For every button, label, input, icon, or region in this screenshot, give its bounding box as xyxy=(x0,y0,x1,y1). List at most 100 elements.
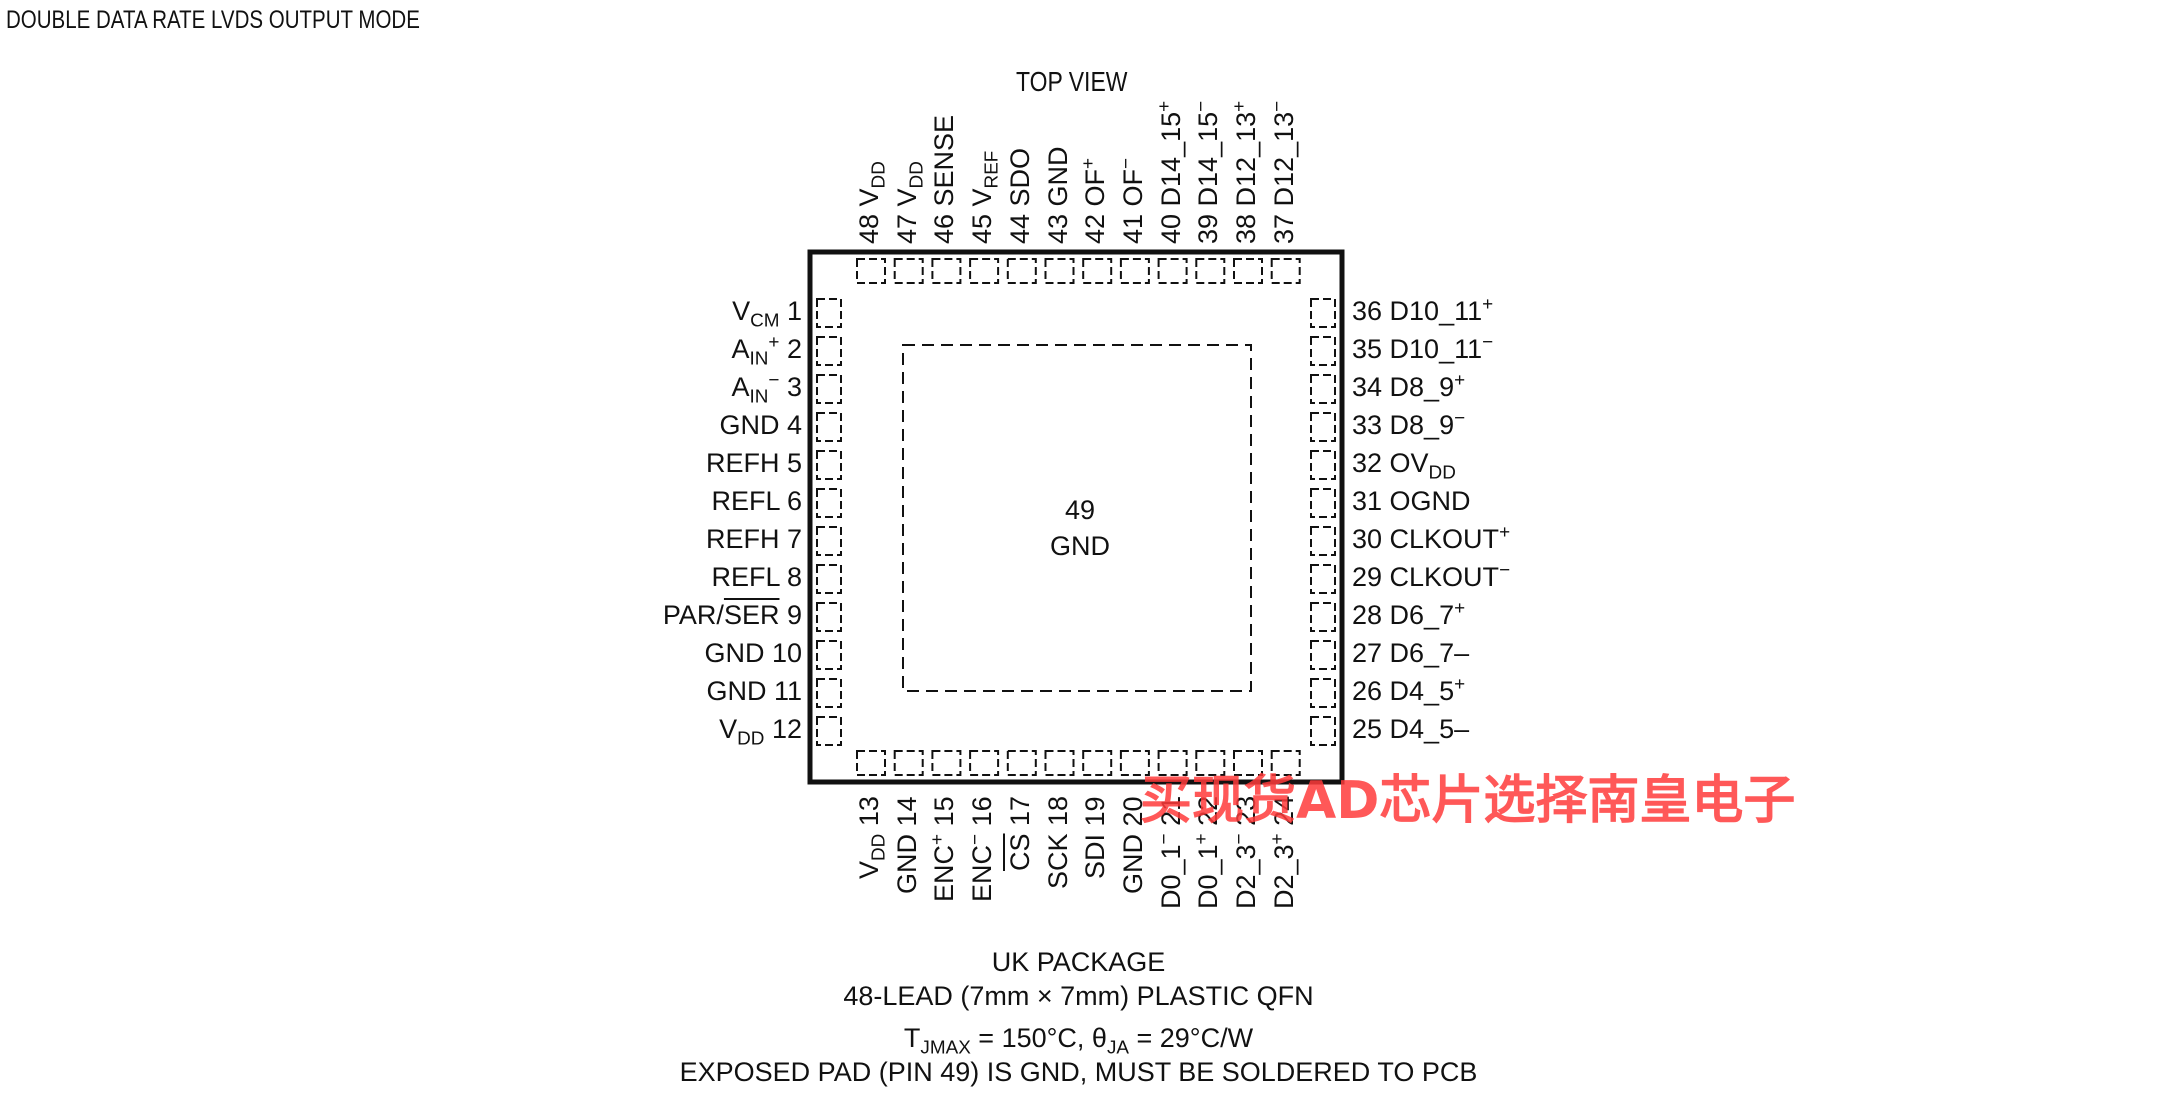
pin-label-41: 41 OF− xyxy=(1115,157,1148,244)
pad-left-1 xyxy=(816,298,842,328)
pin-label-30: 30 CLKOUT+ xyxy=(1352,522,1511,554)
watermark-text: 买现货AD芯片选择南皇电子 xyxy=(1140,771,1796,831)
pad-right-36 xyxy=(1310,298,1336,328)
pin-label-13: VDD 13 xyxy=(854,796,890,879)
pin-label-35: 35 D10_11− xyxy=(1352,332,1494,364)
pad-right-26 xyxy=(1310,678,1336,708)
pin-label-7: REFH 7 xyxy=(705,524,802,554)
pad-left-7 xyxy=(816,526,842,556)
pin-label-19: SDI 19 xyxy=(1080,796,1111,879)
pin-label-34: 34 D8_9+ xyxy=(1352,370,1466,402)
pad-right-29 xyxy=(1310,564,1336,594)
pad-bottom-24 xyxy=(1270,750,1301,776)
pad-bottom-22 xyxy=(1195,750,1226,776)
package-notes: UK PACKAGE 48-LEAD (7mm × 7mm) PLASTIC Q… xyxy=(0,945,2157,1089)
pin-label-1: VCM 1 xyxy=(732,296,802,332)
pin-label-37: 37 D12_13− xyxy=(1266,100,1299,244)
pin-label-8: REFL 8 xyxy=(711,562,802,592)
pin-label-48: 48 VDD xyxy=(854,161,890,244)
pin-label-46: 46 SENSE xyxy=(929,114,960,244)
pin-label-27: 27 D6_7– xyxy=(1352,638,1470,668)
pin-label-32: 32 OVDD xyxy=(1352,448,1456,484)
pad-bottom-14 xyxy=(893,750,924,776)
pin-label-5: REFH 5 xyxy=(705,448,802,478)
exposed-pad-note: EXPOSED PAD (PIN 49) IS GND, MUST BE SOL… xyxy=(679,1057,1478,1087)
pin-label-42: 42 OF+ xyxy=(1078,157,1111,244)
pad-name: GND xyxy=(1050,531,1110,561)
pad-top-42 xyxy=(1082,258,1113,284)
pad-top-47 xyxy=(893,258,924,284)
pad-bottom-18 xyxy=(1044,750,1075,776)
pad-left-12 xyxy=(816,716,842,746)
pad-bottom-19 xyxy=(1082,750,1113,776)
pad-top-48 xyxy=(856,258,886,284)
pad-left-8 xyxy=(816,564,842,594)
pin-label-25: 25 D4_5– xyxy=(1352,714,1470,744)
pad-top-37 xyxy=(1270,258,1301,284)
pin-label-6: REFL 6 xyxy=(711,486,802,516)
pad-bottom-15 xyxy=(931,750,962,776)
pin-label-29: 29 CLKOUT− xyxy=(1352,560,1511,592)
pad-top-46 xyxy=(931,258,962,284)
view-label: TOP VIEW xyxy=(1016,66,1128,97)
pad-right-34 xyxy=(1310,374,1336,404)
pin-label-12: VDD 12 xyxy=(719,714,802,750)
pad-top-43 xyxy=(1044,258,1075,284)
pad-left-2 xyxy=(816,336,842,366)
pad-right-31 xyxy=(1310,488,1336,518)
pin-label-2: AIN+ 2 xyxy=(731,332,803,370)
pad-right-32 xyxy=(1310,450,1336,480)
pad-right-30 xyxy=(1310,526,1336,556)
pad-left-9 xyxy=(816,602,842,632)
pin-label-10: GND 10 xyxy=(704,638,802,668)
mode-title: DOUBLE DATA RATE LVDS OUTPUT MODE xyxy=(6,6,420,34)
pin-label-9: PAR/SER 9 xyxy=(662,600,802,630)
pad-left-11 xyxy=(816,678,842,708)
pin-label-38: 38 D12_13+ xyxy=(1229,100,1261,244)
pin-label-36: 36 D10_11+ xyxy=(1352,294,1494,326)
pad-top-38 xyxy=(1233,258,1263,284)
pin-label-16: ENC− 16 xyxy=(965,796,998,902)
package-description: 48-LEAD (7mm × 7mm) PLASTIC QFN xyxy=(843,981,1314,1011)
exposed-pad-label: 49 GND xyxy=(1030,492,1130,564)
pad-left-6 xyxy=(816,488,842,518)
pad-bottom-20 xyxy=(1119,750,1150,776)
pad-left-10 xyxy=(816,640,842,670)
pin-label-33: 33 D8_9− xyxy=(1352,408,1466,440)
package-name: UK PACKAGE xyxy=(991,947,1166,977)
pin-label-28: 28 D6_7+ xyxy=(1352,598,1466,630)
pad-bottom-21 xyxy=(1157,750,1188,776)
pad-top-41 xyxy=(1119,258,1150,284)
pad-left-4 xyxy=(816,412,842,442)
pin-label-4: GND 4 xyxy=(719,410,802,440)
pin-label-45: 45 VREF xyxy=(967,150,1003,244)
thermal-spec: TJMAX = 150°C, θJA = 29°C/W xyxy=(903,1023,1254,1059)
pin-label-44: 44 SDO xyxy=(1004,147,1035,244)
pad-top-45 xyxy=(969,258,1000,284)
pin-label-39: 39 D14_15− xyxy=(1191,100,1224,244)
package-body xyxy=(807,249,1345,785)
pad-bottom-13 xyxy=(856,750,886,776)
exposed-pad-outline xyxy=(902,344,1252,692)
pad-top-39 xyxy=(1195,258,1226,284)
pin-label-26: 26 D4_5+ xyxy=(1352,674,1466,706)
pin-label-17: CS 17 xyxy=(1004,795,1035,871)
pin-label-15: ENC+ 15 xyxy=(927,796,960,902)
pad-right-27 xyxy=(1310,640,1336,670)
pad-bottom-16 xyxy=(969,750,1000,776)
pin-label-11: GND 11 xyxy=(706,676,802,706)
pin-label-47: 47 VDD xyxy=(891,161,928,244)
pad-bottom-17 xyxy=(1006,750,1037,776)
pad-left-5 xyxy=(816,450,842,480)
pad-right-28 xyxy=(1310,602,1336,632)
pin-label-43: 43 GND xyxy=(1042,146,1073,244)
pad-number: 49 xyxy=(1064,495,1096,525)
pin-label-31: 31 OGND xyxy=(1352,486,1471,516)
pin-label-3: AIN− 3 xyxy=(731,370,803,408)
pin-label-40: 40 D14_15+ xyxy=(1153,100,1186,244)
pad-bottom-23 xyxy=(1233,750,1263,776)
pad-right-35 xyxy=(1310,336,1336,366)
pad-top-44 xyxy=(1006,258,1037,284)
pad-left-3 xyxy=(816,374,842,404)
pad-right-33 xyxy=(1310,412,1336,442)
